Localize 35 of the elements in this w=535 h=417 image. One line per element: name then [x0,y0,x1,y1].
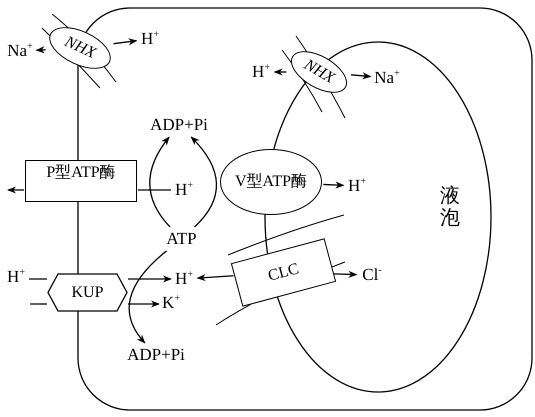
arrow [7,186,24,194]
ion-label: H$^{+}$ [249,61,273,83]
arrow [128,250,167,344]
transporter-protein [48,274,127,311]
ion-label: Cl$^{-}$ [358,264,386,286]
ion-label: H$^{+}$ [4,266,28,288]
vacuole-label: 液泡 [440,185,460,229]
protein-name: V型ATP酶 [234,172,307,192]
ion-label: H$^{+}$ [345,175,369,197]
ion-label: ADP+Pi [120,344,192,366]
arrow [196,274,234,282]
transporter-protein [25,160,137,202]
ion-label: H$^{+}$ [172,268,196,290]
arrow [36,46,46,54]
ion-label: Na$^{+}$ [372,67,402,89]
protein-name: CLC [266,258,302,286]
ion-label: Na$^{+}$ [5,40,35,62]
ion-label: H$^{+}$ [172,179,196,201]
protein-name: P型ATP酶 [46,163,116,183]
protein-name: KUP [71,282,104,302]
arrow [190,136,218,228]
arrow [128,275,172,283]
arrow [113,38,138,46]
arrow [149,136,170,228]
arrow [323,181,344,189]
arrow [351,72,372,80]
arrow [274,68,286,76]
arrow [333,270,358,278]
arrow [128,300,160,308]
protein-name: NHX [61,32,99,64]
ion-label: ATP [160,228,203,250]
ion-label: ADP+Pi [143,114,215,136]
ion-label: H$^{+}$ [138,28,162,50]
ion-label: K$^{+}$ [160,292,182,314]
protein-name: NHX [300,55,338,89]
